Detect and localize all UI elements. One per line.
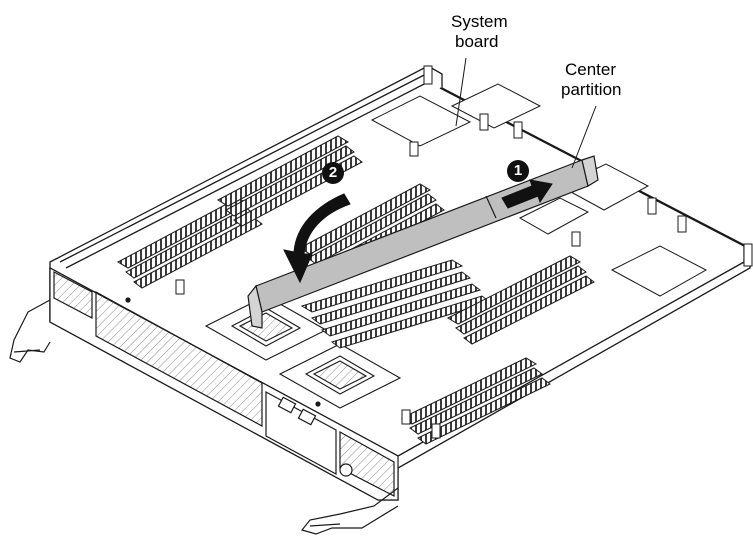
step-1-badge: 1 — [507, 160, 529, 182]
center-partition-label-line2: partition — [561, 80, 622, 99]
center-partition-leader-line — [571, 105, 597, 169]
step-2-badge: 2 — [322, 162, 344, 184]
rotate-down-arrow — [283, 193, 351, 284]
left-release-handle — [9, 299, 51, 363]
system-board-label-line2: board — [455, 32, 499, 51]
dimm-bank-1 — [116, 197, 263, 289]
system-board-label-line1: System — [451, 12, 508, 31]
system-board-label: System board — [451, 12, 508, 52]
dimm-bank-4 — [300, 259, 492, 349]
front-bezel — [49, 266, 399, 501]
dimm-bank-5 — [446, 255, 595, 345]
slide-right-arrow — [501, 179, 553, 209]
system-board-leader-line — [455, 57, 467, 127]
center-partition-label: Center partition — [561, 60, 621, 100]
board-standoffs — [175, 65, 753, 439]
dimm-bank-2 — [216, 135, 363, 227]
dimm-bank-6 — [400, 357, 551, 445]
right-release-handle — [300, 487, 399, 535]
processor-socket-2 — [278, 343, 402, 409]
center-partition-label-line1: Center — [565, 60, 617, 79]
